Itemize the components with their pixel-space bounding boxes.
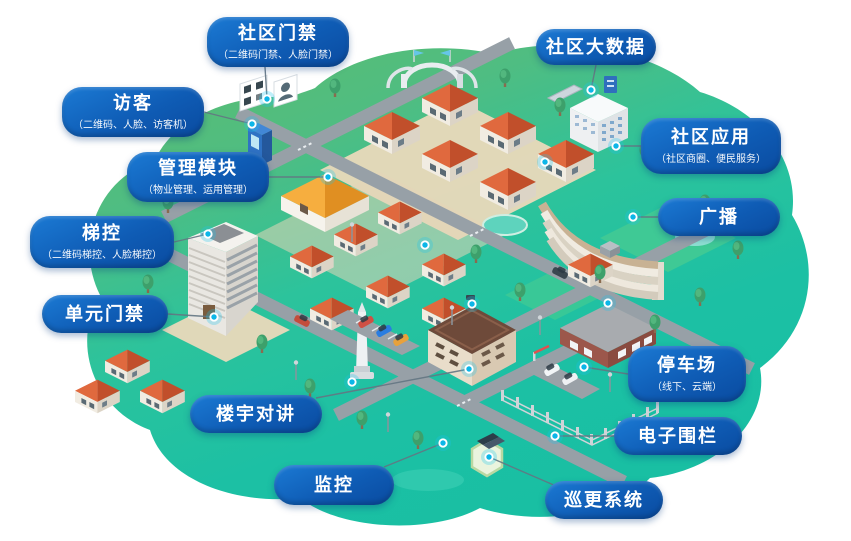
- callout-intercom: 楼宇对讲: [190, 395, 322, 433]
- callout-cctv: 监控: [274, 465, 394, 505]
- callout-unit-access-title: 单元门禁: [65, 303, 145, 324]
- callout-visitor-title: 访客: [113, 93, 153, 114]
- parking-lot-west: [330, 310, 420, 355]
- callout-community-app: 社区应用 （社区商圈、便民服务）: [641, 118, 781, 174]
- callout-elevator-control: 梯控 （二维码梯控、人脸梯控）: [30, 216, 174, 268]
- callout-patrol-system-title: 巡更系统: [564, 489, 644, 510]
- callout-community-access: 社区门禁 （二维码门禁、人脸门禁）: [207, 17, 349, 67]
- callout-broadcast-title: 广播: [699, 206, 739, 227]
- callout-visitor: 访客 （二维码、人脸、访客机）: [62, 87, 204, 137]
- brick-building: [560, 304, 656, 368]
- bigdata-building: [546, 76, 628, 152]
- crosswalks: [297, 141, 487, 407]
- callout-electronic-fence-title: 电子围栏: [638, 425, 718, 446]
- callout-visitor-subtitle: （二维码、人脸、访客机）: [73, 119, 193, 131]
- callout-management-module-title: 管理模块: [158, 158, 238, 179]
- callout-management-module: 管理模块 （物业管理、运用管理）: [127, 152, 269, 202]
- callout-community-access-title: 社区门禁: [238, 23, 318, 44]
- callout-community-app-title: 社区应用: [671, 127, 751, 148]
- civic-building: [428, 295, 516, 386]
- face-recognition-icon: [273, 73, 298, 108]
- callout-community-app-subtitle: （社区商圈、便民服务）: [656, 153, 766, 165]
- callout-patrol-system: 巡更系统: [545, 481, 663, 519]
- plaza-fountain: [482, 214, 528, 236]
- callout-community-bigdata: 社区大数据: [536, 29, 656, 65]
- callout-parking-title: 停车场: [657, 355, 717, 376]
- callout-management-module-subtitle: （物业管理、运用管理）: [143, 184, 253, 196]
- barrier-gate-icon: [533, 344, 550, 355]
- pond-south: [392, 469, 464, 491]
- callout-elevator-control-subtitle: （二维码梯控、人脸梯控）: [42, 249, 162, 261]
- parking-lot-east: [520, 344, 600, 399]
- callout-intercom-title: 楼宇对讲: [216, 403, 296, 424]
- callout-parking: 停车场 （线下、云端）: [628, 346, 746, 402]
- highrise-tower: [188, 222, 258, 336]
- callout-unit-access: 单元门禁: [42, 295, 168, 333]
- callout-broadcast: 广播: [658, 198, 780, 236]
- management-building: [281, 174, 369, 232]
- callout-community-access-subtitle: （二维码门禁、人脸门禁）: [218, 49, 338, 61]
- callout-electronic-fence: 电子围栏: [614, 417, 742, 455]
- callout-elevator-control-title: 梯控: [82, 223, 122, 244]
- callout-cctv-title: 监控: [314, 474, 354, 495]
- callout-community-bigdata-title: 社区大数据: [546, 36, 646, 57]
- callout-parking-subtitle: （线下、云端）: [652, 381, 722, 393]
- entrance-gate: [386, 50, 478, 89]
